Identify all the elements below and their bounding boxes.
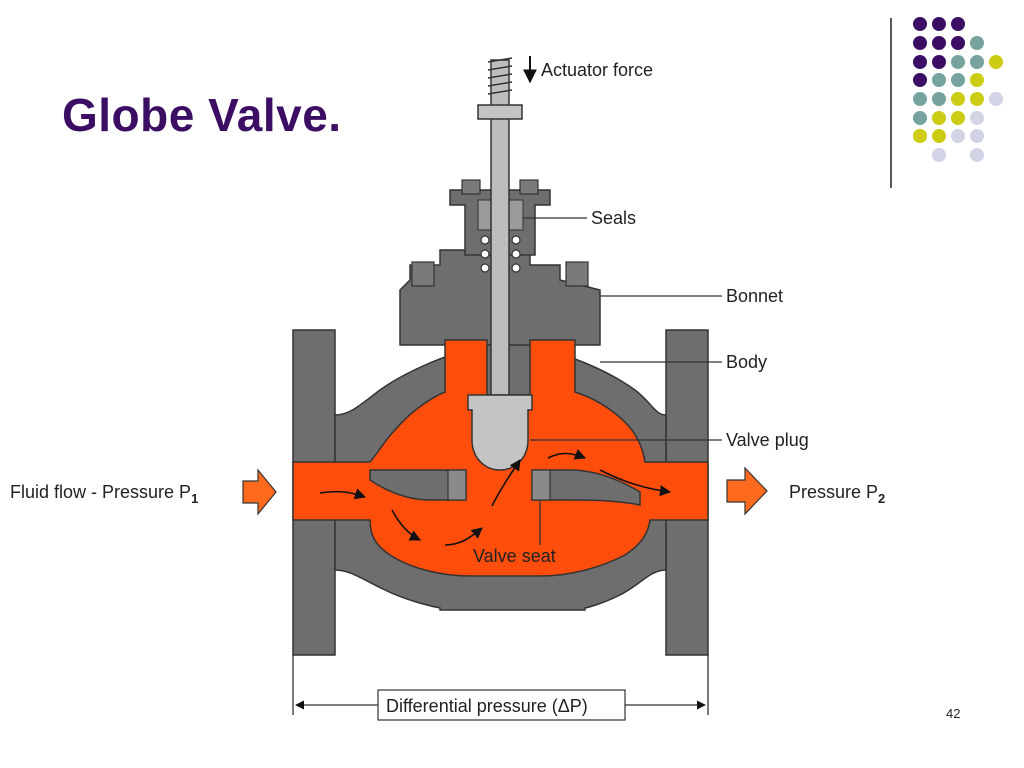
dot-row-5 bbox=[913, 92, 1003, 106]
valve-plug bbox=[467, 394, 533, 471]
label-bonnet: Bonnet bbox=[726, 286, 783, 306]
label-fluid-flow-inlet: Fluid flow - Pressure P1 bbox=[10, 482, 198, 506]
decorative-dot-grid bbox=[913, 17, 1003, 162]
dot-row-1 bbox=[913, 17, 965, 31]
packing-seals bbox=[480, 235, 521, 273]
label-fluid-flow-subscript: 1 bbox=[191, 491, 198, 506]
gland-nut-right bbox=[519, 179, 539, 195]
slide-title: Globe Valve. bbox=[62, 89, 342, 141]
vertical-divider bbox=[890, 18, 892, 188]
inlet-arrow-icon bbox=[242, 468, 277, 516]
dot-row-7 bbox=[913, 129, 984, 143]
outlet-arrow-icon bbox=[726, 466, 768, 516]
label-valve-seat: Valve seat bbox=[473, 546, 556, 566]
differential-pressure-dimension bbox=[292, 655, 709, 715]
seat-ring-left bbox=[447, 469, 467, 501]
dot-row-8 bbox=[932, 148, 984, 162]
bonnet-bolt-right bbox=[565, 261, 589, 287]
page-number: 42 bbox=[946, 706, 961, 721]
dot-row-4 bbox=[913, 73, 984, 87]
label-body: Body bbox=[726, 352, 767, 372]
label-pressure-outlet-subscript: 2 bbox=[878, 491, 885, 506]
label-fluid-flow-text: Fluid flow - Pressure P bbox=[10, 482, 191, 502]
stem-locknut bbox=[477, 104, 523, 120]
label-pressure-outlet: Pressure P2 bbox=[789, 482, 885, 506]
dot-row-3 bbox=[913, 55, 1003, 69]
seat-ring-right bbox=[531, 469, 551, 501]
dot-row-2 bbox=[913, 36, 984, 50]
differential-pressure-box bbox=[377, 689, 626, 721]
label-valve-plug: Valve plug bbox=[726, 430, 809, 450]
dot-row-6 bbox=[913, 111, 984, 125]
stem-threads bbox=[487, 57, 513, 95]
leader-lines bbox=[523, 217, 722, 545]
bonnet-bolt-left bbox=[411, 261, 435, 287]
gland-nut-left bbox=[461, 179, 481, 195]
seat-port-right bbox=[531, 469, 641, 506]
label-seals: Seals bbox=[591, 208, 636, 228]
flow-arrows bbox=[319, 449, 672, 546]
label-pressure-outlet-text: Pressure P bbox=[789, 482, 878, 502]
label-differential-pressure: Differential pressure (ΔP) bbox=[386, 696, 588, 716]
label-actuator-force: Actuator force bbox=[541, 60, 653, 80]
